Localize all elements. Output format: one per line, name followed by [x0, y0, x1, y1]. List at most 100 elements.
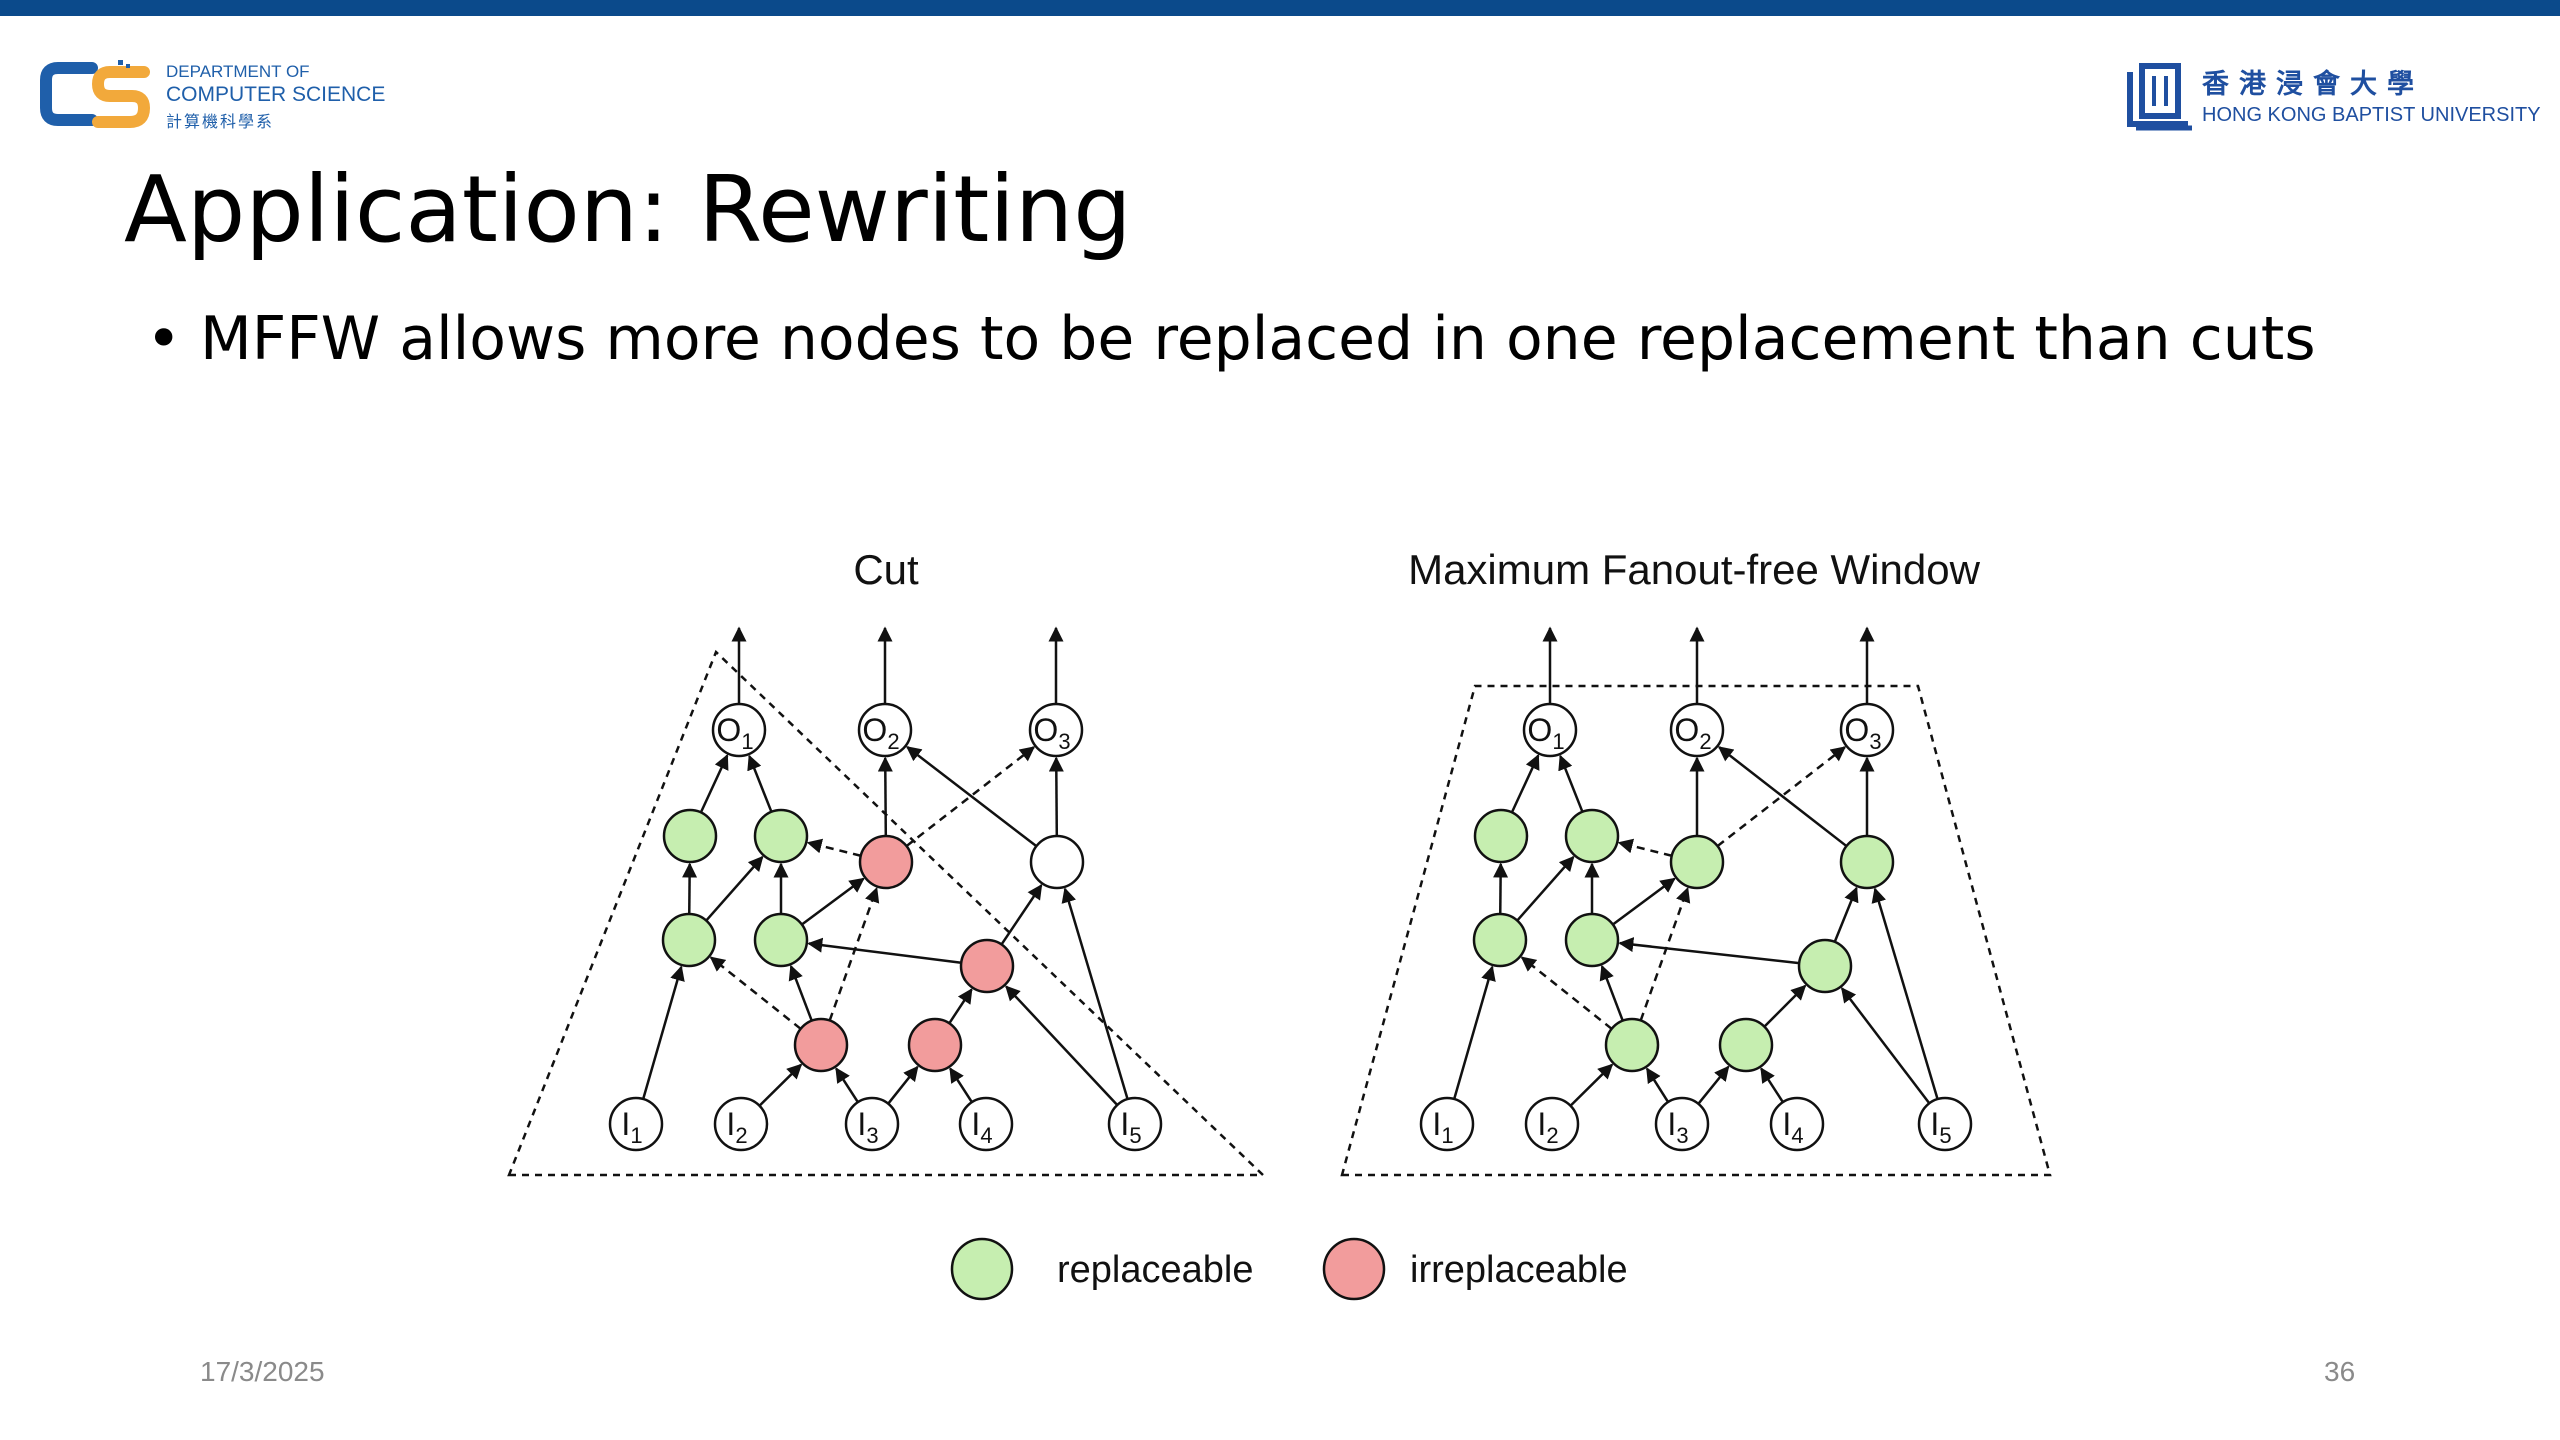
input-5-node	[1107, 1096, 1163, 1152]
output-3-label: O3	[1844, 712, 1881, 754]
edge-c1-to-a2	[806, 838, 862, 857]
output-3-node	[1839, 702, 1895, 758]
edge-I5-to-d1	[1840, 987, 1931, 1105]
output-2-node	[1669, 702, 1725, 758]
output-2-label: O2	[862, 712, 899, 754]
input-1-node	[1419, 1096, 1475, 1152]
edge-a2-to-O1	[747, 754, 773, 813]
input-1-node	[608, 1096, 664, 1152]
input-3-node	[1654, 1096, 1710, 1152]
edge-e1-to-b1	[1520, 956, 1613, 1030]
edge-b2-to-c1	[1612, 877, 1676, 926]
output-3-label: O3	[1033, 712, 1070, 754]
panel-title-cut: Cut	[853, 546, 919, 593]
legend-swatch-irreplaceable	[1322, 1237, 1386, 1301]
input-2-node	[1524, 1096, 1580, 1152]
edge-I4-to-e2	[1760, 1067, 1784, 1103]
gate-node-a2	[753, 808, 809, 864]
gate-node-e1	[1604, 1017, 1660, 1073]
edge-c2-to-O2	[1717, 746, 1848, 848]
gate-node-e2	[907, 1017, 963, 1073]
edge-e2-to-d1	[1763, 984, 1807, 1028]
input-3-label: I3	[1667, 1106, 1688, 1148]
input-4-label: I4	[971, 1106, 992, 1148]
edge-c1-to-O2	[877, 756, 893, 837]
edge-a1-to-O1	[699, 754, 729, 813]
output-3-node	[1028, 702, 1084, 758]
edge-b1-to-a2	[1516, 855, 1575, 922]
gate-node-d1	[1797, 938, 1853, 994]
gate-node-c1	[1669, 834, 1725, 890]
gate-node-a1	[662, 808, 718, 864]
edge-I5-to-c2	[1061, 887, 1129, 1100]
input-2-label: I2	[1537, 1106, 1558, 1148]
gate-node-b1	[1472, 912, 1528, 968]
input-3-node	[844, 1096, 900, 1152]
edge-I3-to-e1	[835, 1067, 859, 1103]
edge-I2-to-e1	[758, 1063, 803, 1107]
output-2-label: O2	[1674, 712, 1711, 754]
edge-b2-to-c1	[801, 877, 865, 926]
panel-title-mffw: Maximum Fanout-free Window	[1408, 546, 1981, 593]
edge-a1-to-O1	[1510, 754, 1540, 813]
window-boundary-mffw	[1340, 684, 2052, 1177]
gate-node-b2	[1564, 912, 1620, 968]
cs-logo-mark-icon	[40, 60, 151, 128]
gate-node-a2	[1564, 808, 1620, 864]
gate-node-b1	[661, 912, 717, 968]
gate-node-b2	[753, 912, 809, 968]
edge-e1-to-c1	[828, 886, 880, 1021]
output-1-node	[1522, 702, 1578, 758]
input-1-label: I1	[621, 1106, 642, 1148]
edge-c1-to-a2	[1617, 838, 1673, 857]
legend-swatch-replaceable	[950, 1237, 1014, 1301]
department-line-3: 計算機科學系	[166, 114, 275, 131]
edge-e1-to-b1	[709, 956, 802, 1030]
edge-c2-to-O2	[906, 746, 1038, 848]
input-4-node	[958, 1096, 1014, 1152]
gate-node-e1	[793, 1017, 849, 1073]
edge-I5-to-c2	[1871, 887, 1939, 1100]
slide-title: Application: Rewriting	[124, 156, 1132, 263]
bullet-text: MFFW allows more nodes to be replaced in…	[200, 304, 2316, 374]
input-5-label: I5	[1120, 1106, 1141, 1148]
gate-node-c2	[1839, 834, 1895, 890]
input-2-node	[713, 1096, 769, 1152]
bullet-dot-icon: •	[146, 304, 182, 374]
legend-label-replaceable: replaceable	[1057, 1249, 1253, 1291]
output-2-node	[857, 702, 913, 758]
edge-e2-to-d1	[948, 988, 973, 1024]
edge-I3-to-e2	[887, 1065, 919, 1105]
top-accent-bar	[0, 0, 2560, 16]
input-1-label: I1	[1432, 1106, 1453, 1148]
edge-e1-to-b2	[1599, 964, 1624, 1022]
slide-page-number: 36	[2324, 1356, 2356, 1387]
edge-I2-to-e1	[1569, 1063, 1614, 1107]
window-boundary-cut	[507, 649, 1267, 1177]
edge-c2-to-O3	[1048, 756, 1064, 837]
input-4-label: I4	[1782, 1106, 1803, 1148]
edge-e1-to-b2	[788, 964, 813, 1022]
edge-I4-to-e2	[949, 1067, 973, 1103]
edge-e1-to-c1	[1639, 886, 1691, 1021]
gate-node-e2	[1718, 1017, 1774, 1073]
edge-I3-to-e1	[1645, 1067, 1670, 1103]
edge-I1-to-b1	[1452, 965, 1496, 1100]
edge-a2-to-O1	[1558, 754, 1584, 813]
cs-department-logo: DEPARTMENT OF COMPUTER SCIENCE 計算機科學系	[40, 58, 385, 138]
edge-d1-to-c2	[1000, 883, 1043, 946]
edge-I5-to-d1	[1005, 985, 1119, 1106]
input-5-label: I5	[1930, 1106, 1951, 1148]
output-1-label: O1	[1527, 712, 1564, 754]
edge-d1-to-b2	[1618, 937, 1800, 965]
department-line-2: COMPUTER SCIENCE	[166, 83, 386, 106]
edge-I3-to-e2	[1697, 1065, 1730, 1105]
gate-node-a1	[1473, 808, 1529, 864]
output-1-node	[711, 702, 767, 758]
department-line-1: DEPARTMENT OF	[166, 62, 310, 81]
bullet-point: • MFFW allows more nodes to be replaced i…	[146, 304, 2316, 374]
